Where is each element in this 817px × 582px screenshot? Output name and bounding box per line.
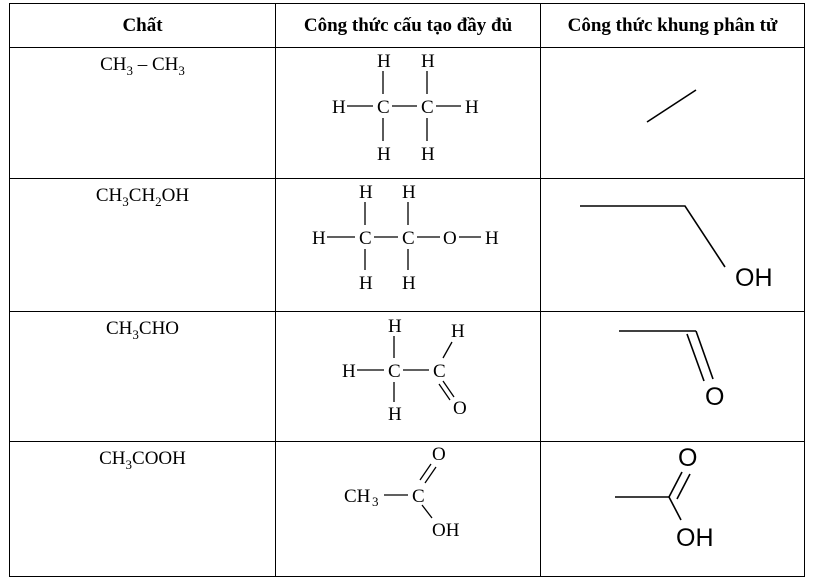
atom-o: O — [678, 444, 697, 472]
atom-c: C — [412, 486, 425, 507]
header-substance: Chất — [9, 3, 276, 48]
atom-c: C — [377, 97, 390, 118]
bond — [686, 333, 705, 382]
subscript: 3 — [372, 494, 379, 509]
substance-cell: CH3COOH — [9, 441, 276, 577]
substance-name-acetaldehyde: CH3CHO — [105, 318, 180, 342]
bond — [668, 496, 682, 521]
atom-h: H — [465, 97, 479, 118]
ethane-skeletal — [646, 89, 697, 123]
atom-h: H — [332, 97, 346, 118]
bond — [438, 383, 451, 401]
atom-o: O — [705, 383, 724, 411]
atom-c: C — [402, 228, 415, 249]
atom-h: H — [402, 273, 416, 294]
full-structure-cell: H H H C C O H H H — [275, 178, 541, 312]
skeletal-cell: O OH — [540, 441, 805, 577]
atom-o: O — [432, 444, 446, 465]
substance-name-ethanol: CH3CH2OH — [95, 185, 190, 209]
bond — [424, 466, 437, 484]
atom-c: C — [421, 97, 434, 118]
acetic-acid-full-structure: CH 3 C O OH — [344, 444, 460, 541]
bond — [646, 89, 697, 123]
substance-name-acetic-acid: CH3COOH — [99, 448, 186, 472]
atom-h: H — [342, 361, 356, 382]
acetaldehyde-full-structure: H H H C C H O — [342, 316, 467, 425]
group-oh: OH — [676, 524, 714, 552]
atom-h: H — [451, 321, 465, 342]
atom-h: H — [402, 182, 416, 203]
bond — [580, 205, 726, 268]
atom-c: C — [359, 228, 372, 249]
table-row: CH3CH2OH H H H C C O H H H — [9, 178, 805, 312]
full-structure-cell: CH 3 C O OH — [275, 441, 541, 577]
substance-cell: CH3CH2OH — [9, 178, 276, 312]
header-skeletal-formula: Công thức khung phân tử — [540, 3, 805, 48]
ethane-full-structure: H H H C C H H H — [332, 51, 479, 165]
atom-h: H — [377, 144, 391, 165]
atom-c: C — [388, 361, 401, 382]
bond — [419, 463, 432, 481]
substance-cell: CH3 – CH3 — [9, 47, 276, 179]
atom-h: H — [359, 273, 373, 294]
atom-o: O — [443, 228, 457, 249]
ethanol-full-structure: H H H C C O H H H — [312, 182, 499, 294]
bond — [442, 341, 453, 359]
atom-o: O — [453, 398, 467, 419]
bond — [668, 471, 683, 498]
table-row: CH3COOH CH 3 C O OH O OH — [9, 441, 805, 577]
skeletal-cell: OH — [540, 178, 805, 312]
atom-h: H — [312, 228, 326, 249]
group-oh: OH — [735, 264, 773, 292]
group-oh: OH — [432, 520, 460, 541]
acetic-acid-skeletal: O OH — [615, 444, 714, 552]
atom-h: H — [388, 404, 402, 425]
atom-h: H — [421, 51, 435, 72]
skeletal-cell — [540, 47, 805, 179]
table-row: CH3 – CH3 H H H C C H H H — [9, 47, 805, 179]
table-row: CH3CHO H H H C C H O — [9, 311, 805, 442]
full-structure-cell: H H H C C H O — [275, 311, 541, 442]
bond — [442, 380, 455, 398]
bond — [676, 473, 691, 500]
bond — [695, 330, 714, 380]
skeletal-cell: O — [540, 311, 805, 442]
full-structure-cell: H H H C C H H H — [275, 47, 541, 179]
atom-c: C — [433, 361, 446, 382]
acetaldehyde-skeletal: O — [619, 330, 724, 411]
atom-h: H — [421, 144, 435, 165]
header-row: Chất Công thức cấu tạo đầy đủ Công thức … — [9, 3, 805, 48]
atom-h: H — [485, 228, 499, 249]
bond — [421, 504, 433, 519]
atom-h: H — [377, 51, 391, 72]
atom-h: H — [388, 316, 402, 337]
substance-name-ethane: CH3 – CH3 — [100, 54, 185, 78]
chemistry-table: Chất Công thức cấu tạo đầy đủ Công thức … — [9, 3, 805, 577]
group-ch3: CH — [344, 486, 371, 507]
atom-h: H — [359, 182, 373, 203]
substance-cell: CH3CHO — [9, 311, 276, 442]
ethanol-skeletal: OH — [580, 205, 773, 292]
header-full-structure: Công thức cấu tạo đầy đủ — [275, 3, 541, 48]
